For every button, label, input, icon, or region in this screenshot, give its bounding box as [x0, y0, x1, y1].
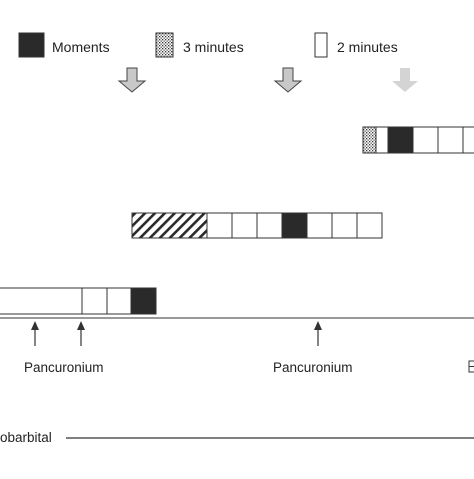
segment-hatched [131, 212, 208, 239]
segment-2-minutes [206, 212, 233, 239]
legend-swatch-dotted [155, 32, 174, 58]
segment-2-minutes [256, 212, 283, 239]
segment-2-minutes [356, 212, 383, 239]
timeline-bottom [0, 287, 157, 315]
legend-label-3-minutes: 3 minutes [183, 39, 244, 55]
segment-moments [130, 287, 157, 315]
legend-item-3-minutes: 3 minutes [155, 32, 244, 58]
thin-up-arrow-icon [314, 321, 322, 346]
pancuronium-label-left: Pancuronium [24, 360, 104, 375]
segment-2-minutes [106, 287, 132, 315]
barbital-label: obarbital [0, 430, 52, 445]
down-arrows [117, 67, 418, 93]
legend-item-moments: Moments [18, 32, 110, 58]
legend-label-2-minutes: 2 minutes [337, 39, 398, 55]
segment-2-minutes [412, 126, 439, 154]
segment-3-minutes [362, 126, 377, 154]
timeline-top [362, 126, 474, 154]
thin-up-arrow-icon [31, 321, 39, 346]
legend: Moments 3 minutes 2 minutes [18, 32, 398, 58]
block-down-arrow-icon [392, 68, 418, 92]
segment-2-minutes [81, 287, 108, 315]
block-down-arrow-icon [117, 67, 147, 93]
block-down-arrow-icon [273, 67, 303, 93]
legend-swatch-solid [18, 32, 45, 58]
segment-2-minutes [331, 212, 358, 239]
segment-2-minutes [437, 126, 464, 154]
segment-moments [387, 126, 414, 154]
legend-label-moments: Moments [52, 39, 110, 55]
segment-moments [281, 212, 308, 239]
segment-2-minutes [462, 126, 474, 154]
up-arrows [31, 321, 322, 346]
timeline-middle [131, 212, 383, 239]
segment-2-minutes [0, 287, 83, 315]
legend-swatch-blank [314, 32, 328, 58]
segment-2-minutes [375, 126, 389, 154]
thin-up-arrow-icon [77, 321, 85, 346]
pancuronium-label-right: Pancuronium [273, 360, 353, 375]
legend-item-2-minutes: 2 minutes [314, 32, 398, 58]
segment-2-minutes [306, 212, 333, 239]
segment-2-minutes [231, 212, 258, 239]
partial-marker-icon [468, 360, 474, 373]
